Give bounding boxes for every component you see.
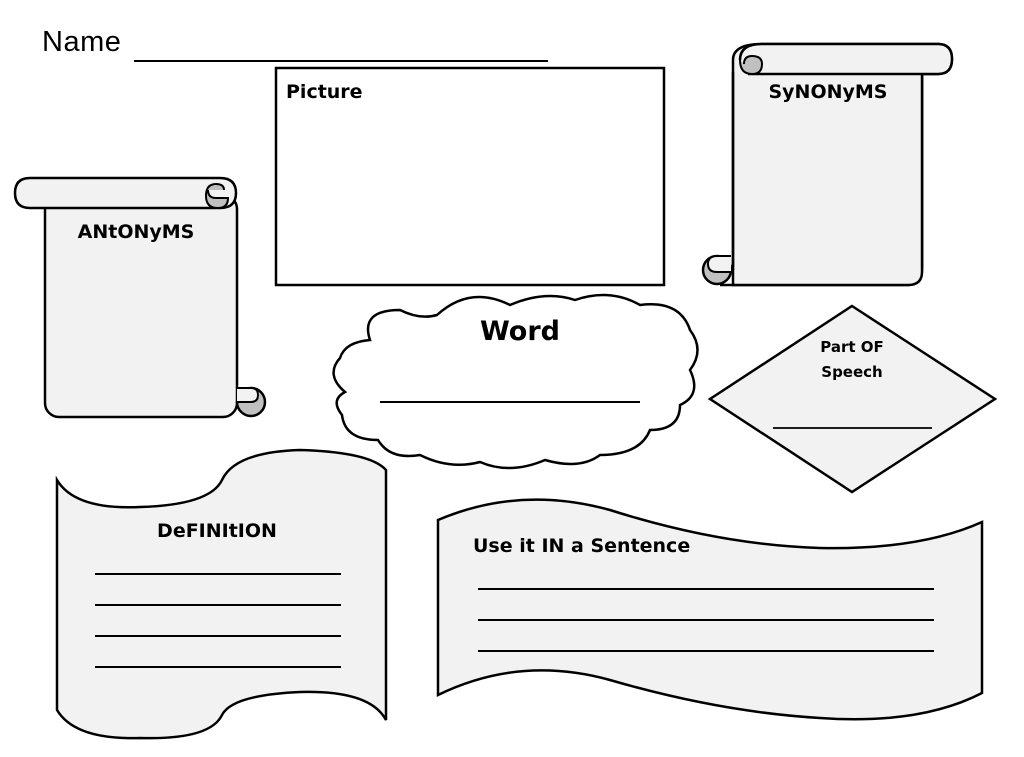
picture-label: Picture — [286, 81, 363, 103]
antonyms-label: ANtONyMS — [78, 221, 195, 243]
name-label: Name — [42, 26, 121, 59]
synonyms-scroll[interactable]: SyNONyMS — [701, 42, 954, 287]
part-of-speech-label-line1: Part OF — [820, 338, 884, 356]
antonyms-scroll[interactable]: ANtONyMS — [13, 176, 267, 419]
word-cloud[interactable]: Word — [332, 293, 699, 470]
part-of-speech-diamond[interactable]: Part OF Speech — [707, 304, 998, 494]
definition-label: DeFINItION — [157, 520, 277, 542]
sentence-banner[interactable]: Use it IN a Sentence — [436, 498, 984, 721]
sentence-label: Use it IN a Sentence — [473, 535, 690, 557]
name-label-text: Name — [42, 26, 122, 58]
part-of-speech-label-line2: Speech — [821, 363, 882, 381]
word-label: Word — [480, 316, 560, 347]
definition-banner[interactable]: DeFINItION — [55, 448, 388, 740]
synonyms-label: SyNONyMS — [768, 81, 887, 103]
picture-box[interactable]: Picture — [274, 66, 666, 287]
